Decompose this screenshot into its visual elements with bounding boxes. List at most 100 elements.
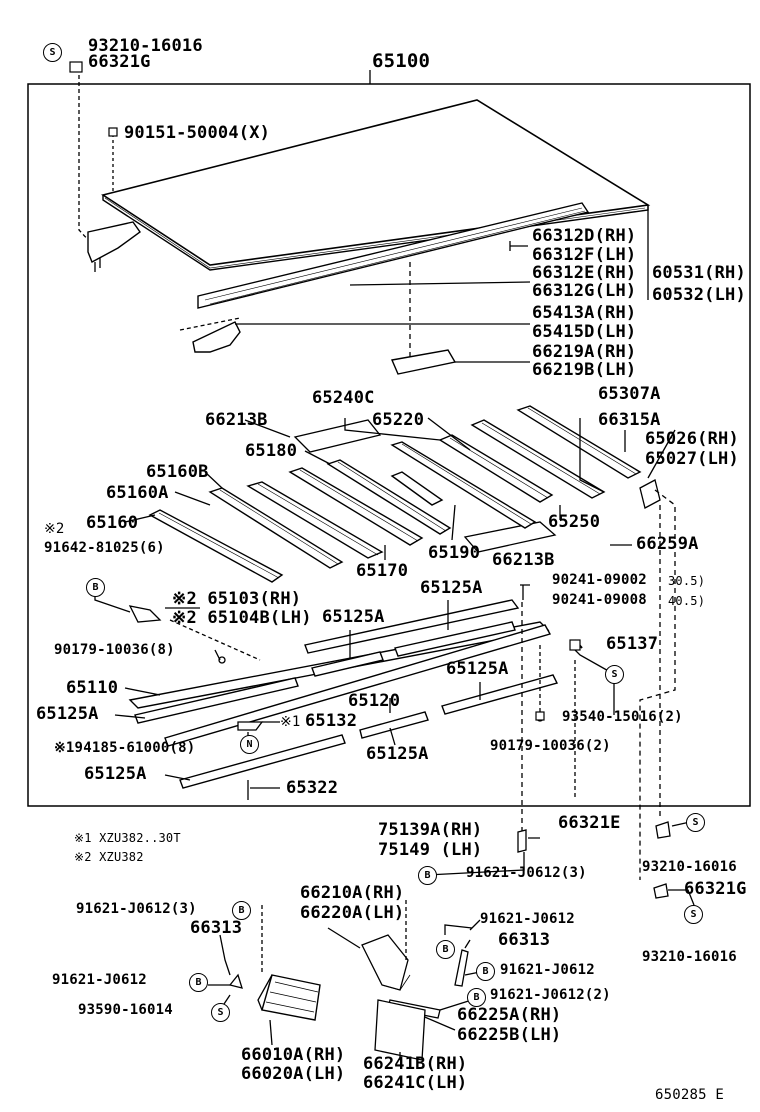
crossmember-65220 bbox=[390, 441, 537, 529]
label-65190: 65190 bbox=[428, 543, 481, 563]
crossmember-65307a bbox=[516, 405, 642, 479]
sill-65125a-left bbox=[134, 677, 299, 724]
label-66225b: 66225B(LH) bbox=[457, 1025, 562, 1045]
label-66241c: 66241C(LH) bbox=[363, 1073, 468, 1093]
label-66213b-bottom: 66213B bbox=[492, 550, 555, 570]
label-66213b-top: 66213B bbox=[205, 410, 268, 430]
label-66225a: 66225A(RH) bbox=[457, 1005, 562, 1025]
s-marker-r2: S bbox=[684, 905, 703, 924]
assembly-frame bbox=[27, 83, 751, 807]
label-66210a: 66210A(RH) bbox=[300, 883, 405, 903]
label-sill-65125a-6: 65125A bbox=[84, 764, 147, 784]
label-66313-right: 66313 bbox=[498, 930, 551, 950]
label-66010a: 66010A(RH) bbox=[241, 1045, 346, 1065]
crossmember-65190 bbox=[390, 471, 444, 506]
s-marker-top: S bbox=[43, 43, 62, 62]
label-93590: 93590-16014 bbox=[78, 1002, 173, 1018]
label-65415d: 65415D(LH) bbox=[532, 322, 637, 342]
label-66312g: 66312G(LH) bbox=[532, 281, 637, 301]
sill-65120 bbox=[164, 624, 552, 747]
b-marker-g: B bbox=[189, 973, 208, 992]
label-65120: 65120 bbox=[348, 691, 401, 711]
label-93210-r2: 93210-16016 bbox=[642, 949, 737, 965]
label-65220: 65220 bbox=[372, 410, 425, 430]
label-66241b: 66241B(RH) bbox=[363, 1054, 468, 1074]
bracket-66210 bbox=[361, 934, 409, 991]
sheet-66213b-top bbox=[293, 419, 382, 453]
s-marker-h: S bbox=[211, 1003, 230, 1022]
label-91621-d: 91621-J0612 bbox=[500, 962, 595, 978]
label-91621-g: 91621-J0612 bbox=[52, 972, 147, 988]
label-66259a: 66259A bbox=[636, 534, 699, 554]
sill-65125a-mid bbox=[394, 621, 516, 657]
b-marker-e: B bbox=[467, 988, 486, 1007]
label-65132: 65132 bbox=[305, 711, 358, 731]
label-66312f: 66312F(LH) bbox=[532, 245, 637, 265]
sill-65125a-upper bbox=[304, 599, 520, 654]
crossmember-65160b bbox=[246, 481, 384, 559]
label-65170: 65170 bbox=[356, 561, 409, 581]
label-nut-94185: ※194185-61000(8) bbox=[54, 740, 196, 756]
label-65180: 65180 bbox=[245, 441, 298, 461]
label-bracket-65104b: ※2 65104B(LH) bbox=[172, 608, 312, 628]
side-rail-66312 bbox=[197, 202, 590, 309]
label-66313-left: 66313 bbox=[190, 918, 243, 938]
note-1: ※1 XZU382..30T bbox=[74, 831, 181, 845]
sill-65125a-right bbox=[441, 674, 559, 715]
crossmember-65160a bbox=[208, 487, 344, 569]
b-marker-hinge: B bbox=[418, 866, 437, 885]
label-sill-65125a-3: 65125A bbox=[36, 704, 99, 724]
label-65160a: 65160A bbox=[106, 483, 169, 503]
cover-66010 bbox=[257, 974, 321, 1021]
label-sill-65125a-2: 65125A bbox=[420, 578, 483, 598]
label-hinge-screw: 91621-J0612(3) bbox=[466, 865, 587, 881]
label-60532: 60532(LH) bbox=[652, 285, 746, 305]
label-screw-b-len: 40.5) bbox=[668, 594, 706, 608]
sheet-66213b-bottom bbox=[463, 521, 557, 553]
label-66312d: 66312D(RH) bbox=[532, 226, 637, 246]
s-marker-r1: S bbox=[686, 813, 705, 832]
label-65307a: 65307A bbox=[598, 384, 661, 404]
label-66321e: 66321E bbox=[558, 813, 621, 833]
label-65110: 65110 bbox=[66, 678, 119, 698]
label-screw-90241-b: 90241-09008 bbox=[552, 592, 647, 608]
crossmember-65170 bbox=[288, 467, 424, 546]
label-sill-65125a-4: 65125A bbox=[446, 659, 509, 679]
label-sill-65125a-5: 65125A bbox=[366, 744, 429, 764]
label-65160: 65160 bbox=[86, 513, 139, 533]
label-65137: 65137 bbox=[606, 634, 659, 654]
label-bolt-x: 90151-50004(X) bbox=[124, 123, 271, 143]
label-clip-qty: 91642-81025(6) bbox=[44, 540, 165, 556]
n-marker: N bbox=[240, 735, 259, 754]
label-60531: 60531(RH) bbox=[652, 263, 746, 283]
diagram-code: 650285 E bbox=[655, 1087, 725, 1103]
label-screw-93540: 93540-15016(2) bbox=[562, 709, 683, 725]
label-75149: 75149 (LH) bbox=[378, 840, 483, 860]
label-main-65100: 65100 bbox=[372, 50, 431, 72]
label-91621-c: 91621-J0612 bbox=[480, 911, 575, 927]
label-65027: 65027(LH) bbox=[645, 449, 739, 469]
label-note2-mark: ※2 bbox=[44, 521, 65, 537]
label-clip-66321g: 66321G bbox=[88, 52, 151, 72]
label-65240c: 65240C bbox=[312, 388, 375, 408]
label-91621-f: 91621-J0612(3) bbox=[76, 901, 197, 917]
bracket-65413 bbox=[192, 321, 241, 353]
crossmember-65180 bbox=[326, 459, 452, 535]
label-sill-65125a-1: 65125A bbox=[322, 607, 385, 627]
label-66219a: 66219A(RH) bbox=[532, 342, 637, 362]
crossmember-65240c bbox=[438, 434, 554, 503]
label-65250: 65250 bbox=[548, 512, 601, 532]
b-marker-d: B bbox=[476, 962, 495, 981]
plate-66219 bbox=[391, 349, 457, 375]
label-65026: 65026(RH) bbox=[645, 429, 739, 449]
label-66219b: 66219B(LH) bbox=[532, 360, 637, 380]
crossmember-65160 bbox=[148, 509, 284, 583]
label-66312e: 66312E(RH) bbox=[532, 263, 637, 283]
b-marker-f: B bbox=[232, 901, 251, 920]
label-screw-a-len: 30.5) bbox=[668, 574, 706, 588]
label-66220a: 66220A(LH) bbox=[300, 903, 405, 923]
sill-65125a-short bbox=[311, 651, 384, 677]
label-93210-r1: 93210-16016 bbox=[642, 859, 737, 875]
label-screw-90241-a: 90241-09002 bbox=[552, 572, 647, 588]
